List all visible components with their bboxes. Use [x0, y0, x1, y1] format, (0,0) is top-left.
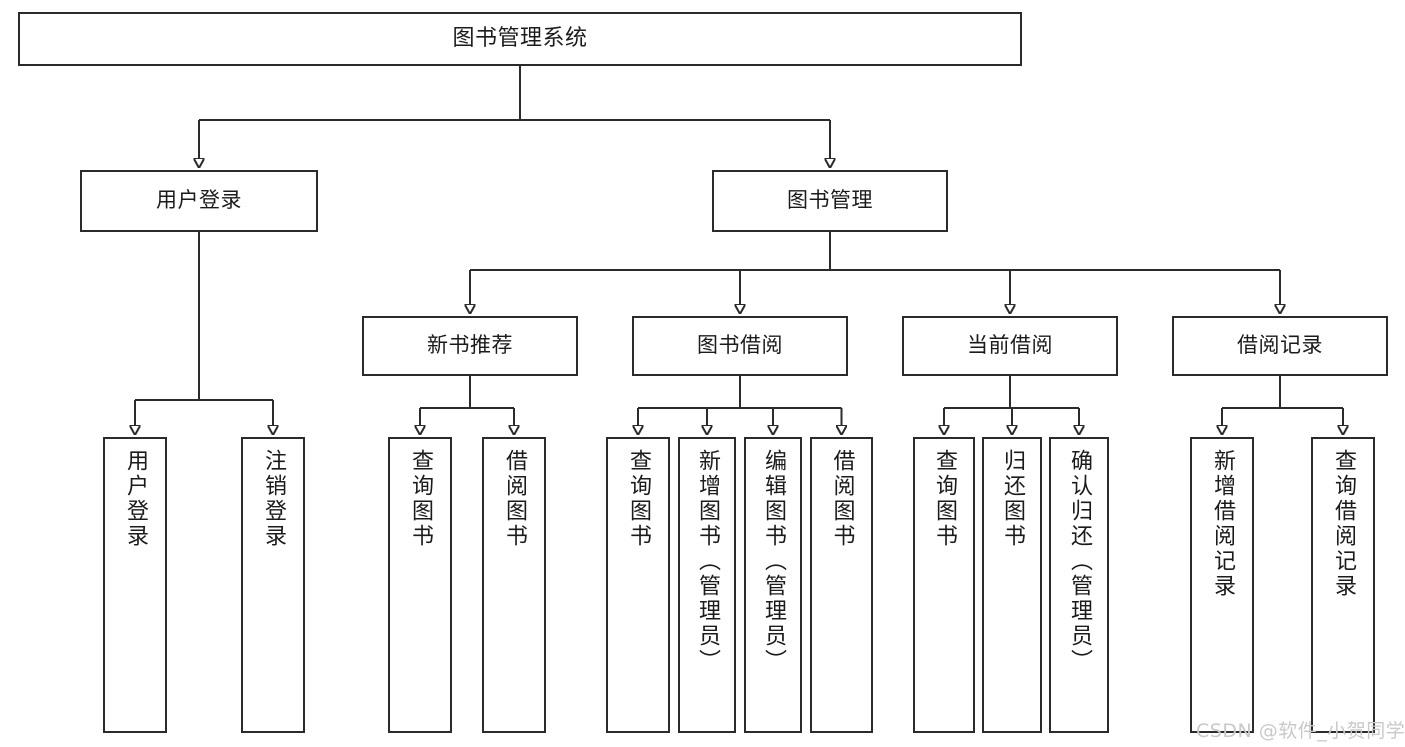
node-current-borrow[interactable]: 当前借阅: [902, 316, 1118, 376]
node-label-user-login: 用户登录: [156, 188, 242, 213]
watermark-text: CSDN @软件_小贺同学: [1196, 720, 1405, 742]
node-label-book-manage: 图书管理: [787, 188, 873, 213]
node-leaf-bb-add[interactable]: 新增图书（管理员）: [678, 437, 736, 733]
node-user-login[interactable]: 用户登录: [80, 170, 318, 232]
node-label-leaf-user-logout: 注销登录: [261, 449, 286, 549]
node-leaf-nb-borrow[interactable]: 借阅图书: [482, 437, 546, 733]
node-label-new-book-rec: 新书推荐: [427, 333, 513, 358]
node-root[interactable]: 图书管理系统: [18, 12, 1022, 66]
node-label-leaf-br-add: 新增借阅记录: [1210, 449, 1235, 599]
node-leaf-user-logout[interactable]: 注销登录: [241, 437, 305, 733]
node-leaf-br-query[interactable]: 查询借阅记录: [1311, 437, 1375, 733]
node-label-leaf-bb-query: 查询图书: [626, 449, 651, 549]
node-label-leaf-bb-borrow: 借阅图书: [829, 449, 855, 549]
node-book-borrow[interactable]: 图书借阅: [632, 316, 848, 376]
node-label-leaf-bb-edit: 编辑图书（管理员）: [761, 449, 786, 674]
node-leaf-nb-query[interactable]: 查询图书: [388, 437, 452, 733]
node-leaf-bb-edit[interactable]: 编辑图书（管理员）: [744, 437, 802, 733]
node-leaf-cb-query[interactable]: 查询图书: [913, 437, 975, 733]
node-label-book-borrow: 图书借阅: [697, 333, 783, 358]
node-leaf-bb-borrow[interactable]: 借阅图书: [810, 437, 873, 733]
node-label-leaf-user-login: 用户登录: [123, 449, 148, 549]
node-label-leaf-nb-borrow: 借阅图书: [502, 449, 527, 549]
node-label-current-borrow: 当前借阅: [967, 333, 1053, 358]
node-label-leaf-cb-confirm: 确认归还（管理员）: [1067, 449, 1092, 674]
node-label-leaf-br-query: 查询借阅记录: [1331, 449, 1356, 599]
node-leaf-user-login[interactable]: 用户登录: [103, 437, 167, 733]
node-book-manage[interactable]: 图书管理: [712, 170, 948, 232]
node-label-leaf-cb-return: 归还图书: [1000, 449, 1025, 549]
node-label-leaf-cb-query: 查询图书: [932, 449, 957, 549]
node-label-leaf-nb-query: 查询图书: [408, 449, 433, 549]
node-label-root: 图书管理系统: [452, 25, 588, 51]
node-leaf-cb-confirm[interactable]: 确认归还（管理员）: [1049, 437, 1109, 733]
node-leaf-bb-query[interactable]: 查询图书: [606, 437, 670, 733]
node-label-leaf-bb-add: 新增图书（管理员）: [695, 449, 720, 674]
node-leaf-br-add[interactable]: 新增借阅记录: [1190, 437, 1254, 733]
node-borrow-record[interactable]: 借阅记录: [1172, 316, 1388, 376]
node-leaf-cb-return[interactable]: 归还图书: [982, 437, 1042, 733]
node-label-borrow-record: 借阅记录: [1237, 333, 1323, 358]
node-new-book-rec[interactable]: 新书推荐: [362, 316, 578, 376]
